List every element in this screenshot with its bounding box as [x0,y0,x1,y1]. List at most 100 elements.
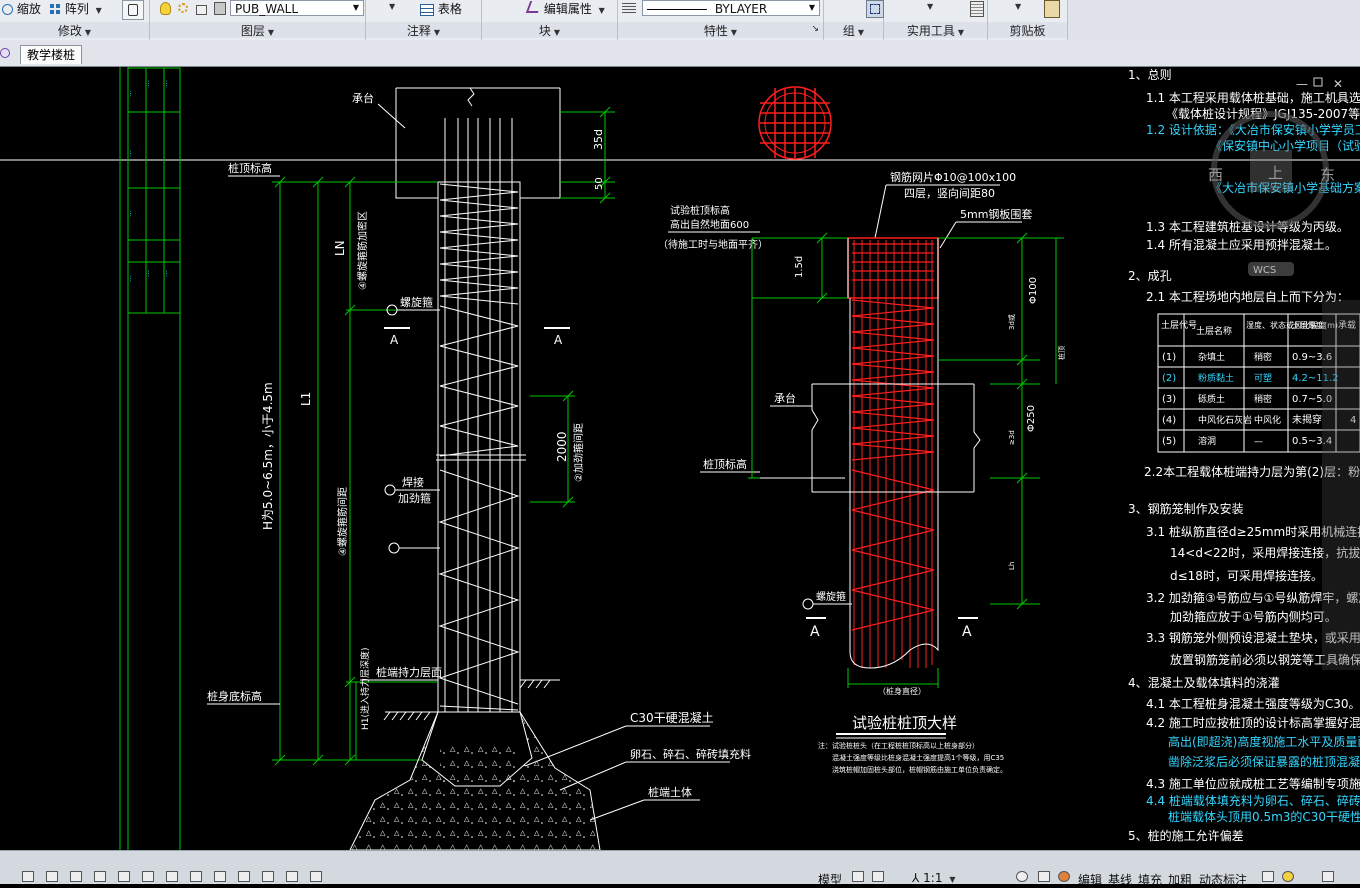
chevron-down-icon[interactable]: ▼ [389,2,396,11]
mesh-label: 钢筋网片Φ10@100x100 [890,170,1016,184]
panel-title-utilities[interactable]: 实用工具 [906,24,955,38]
table-tool-button[interactable]: 表格 [420,0,462,17]
ribbon-empty-area [1068,0,1360,40]
soil-table-cell-extra: 4 [1350,415,1356,426]
viewport-controls: — ✕ 西 上 东 WCS [1208,77,1360,670]
close-icon[interactable]: ✕ [1333,77,1343,91]
middle-spiral-label: 螺旋箍 [816,590,846,603]
ribbon-panel-properties: BYLAYER ▼ 特性▼↘ [618,0,824,40]
drawing-canvas[interactable]: △ … … … … … … … … [0,67,1360,850]
zoom-tool-button[interactable]: 缩放 [2,0,41,17]
viewcube-face[interactable] [1250,150,1292,192]
ribbon-panel-clipboard: ▼ 剪贴板 [988,0,1068,40]
sc-icon[interactable] [286,871,298,882]
array-tool-button[interactable]: 阵列 ▼ [50,0,102,17]
h-label: H为5.0~6.5m，小于4.5m [261,382,275,530]
middle-cap-label: 承台 [774,391,796,405]
viewcube-west[interactable]: 西 [1208,166,1223,184]
soil-table-cell-state: 可塑 [1254,373,1272,384]
edit-attribute-button[interactable]: 编辑属性 ▼ [525,0,605,17]
quick-view-icon[interactable] [872,871,884,882]
layer-color-swatch[interactable] [214,2,226,15]
qp-icon[interactable] [262,871,274,882]
status-fill-button[interactable]: 填充 [1138,873,1163,887]
calculator-icon[interactable] [970,1,984,17]
detail-note-3: 浇筑桩帽加固桩头部位，桩帽钢筋由施工单位负责确定。 [818,765,1007,774]
notes-heading-1: 1、总则 [1128,68,1172,82]
linetype-select[interactable]: BYLAYER ▼ [642,0,820,16]
ortho-icon[interactable] [70,871,82,882]
snap-grid-icon[interactable] [22,871,34,882]
panel-title-group[interactable]: 组 [842,24,855,38]
polar-icon[interactable] [94,871,106,882]
transparency-icon[interactable] [238,871,250,882]
array-label: 阵列 [64,2,89,16]
isolate-objects-icon[interactable] [1262,871,1274,882]
am-icon[interactable] [310,871,322,882]
panel-title-modify[interactable]: 修改 [57,24,82,38]
model-space-label[interactable]: 模型 [818,873,843,887]
table-label: 表格 [437,2,462,16]
minimize-icon[interactable]: — [1296,77,1308,91]
dyn-icon[interactable] [190,871,202,882]
title-block-strip: … … … … … … … … [119,67,181,850]
status-edit-button[interactable]: 编辑 [1078,873,1103,887]
pile-diameter-label: （桩身直径） [878,686,926,696]
viewcube-ring[interactable] [1211,111,1329,229]
panel-title-layer[interactable]: 图层 [240,24,265,38]
workspace-gear-icon[interactable] [1016,871,1028,882]
chevron-down-icon: ▼ [267,28,275,37]
panel-launcher-icon[interactable]: ↘ [811,24,819,34]
paste-icon[interactable] [1044,0,1060,18]
viewcube-up[interactable]: 上 [1268,164,1283,182]
lightbulb-icon[interactable] [1282,871,1294,882]
tab-menu-icon[interactable] [0,48,10,58]
panel-title-properties[interactable]: 特性 [703,24,728,38]
navigation-bar[interactable] [1322,300,1360,670]
table-header-state: 湿度、状态或风化程度 [1246,320,1326,330]
clean-screen-icon[interactable] [1322,871,1334,882]
viewcube-east[interactable]: 东 [1320,166,1335,184]
panel-title-annotation[interactable]: 注释 [406,24,431,38]
restore-icon[interactable] [1313,77,1323,87]
layout-grid-icon[interactable] [852,871,864,882]
soil-table-cell-code: (5) [1162,436,1176,447]
notes-1-4: 1.4 所有混凝土应采用预拌混凝土。 [1146,237,1337,252]
ribbon-panel-group: 组▼ [824,0,884,40]
layer-select[interactable]: PUB_WALL ▼ [230,0,364,16]
detail-note-2: 混凝土强度等级比桩身混凝土强度提高1个等级，用C35 [818,753,1004,762]
lock-icon[interactable] [196,5,207,15]
status-dynamic-dim-button[interactable]: 动态标注 [1199,873,1248,887]
lock-icon[interactable] [1038,871,1050,882]
sun-icon[interactable] [178,3,188,13]
otrack-icon[interactable] [142,871,154,882]
wcs-menu-button[interactable] [1248,262,1294,276]
svg-text:…: … [128,210,136,217]
notes-heading-2: 2、成孔 [1128,269,1172,283]
lightbulb-icon[interactable] [160,2,171,15]
ribbon-panel-utilities: ▼ 实用工具▼ [884,0,988,40]
grid-display-icon[interactable] [46,871,58,882]
match-properties-button[interactable] [122,0,144,20]
chevron-down-icon[interactable]: ▼ [927,2,934,11]
panel-title-block[interactable]: 块 [538,24,551,38]
left-spiral-label: 螺旋箍 [400,295,433,309]
hardware-accel-icon[interactable] [1058,871,1070,882]
lineweight-icon[interactable] [214,871,226,882]
chevron-down-icon[interactable]: ▼ [1015,2,1022,11]
group-button[interactable] [866,0,884,18]
ribbon-panel-modify: 缩放 阵列 ▼ 修改▼ [0,0,150,40]
status-baseline-button[interactable]: 基线 [1108,873,1133,887]
document-tab-label: 教学楼桩 [27,48,76,62]
osnap-icon[interactable] [118,871,130,882]
chevron-down-icon: ▼ [352,3,360,12]
document-tab[interactable]: 教学楼桩 [20,45,83,64]
chevron-down-icon: ▼ [553,28,561,37]
annotation-scale[interactable]: ⅄ 1:1 ▼ [912,871,955,885]
ducs-icon[interactable] [166,871,178,882]
panel-title-clipboard[interactable]: 剪贴板 [1009,24,1046,38]
status-bold-button[interactable]: 加粗 [1168,873,1193,887]
status-bar: 模型 ⅄ 1:1 ▼ 编辑 基线 填充 加粗 动态标注 [0,850,1360,887]
notes-heading-3: 3、钢筋笼制作及安装 [1128,501,1244,516]
ribbon-panel-annotation: ▼ 表格 注释▼ [366,0,482,40]
